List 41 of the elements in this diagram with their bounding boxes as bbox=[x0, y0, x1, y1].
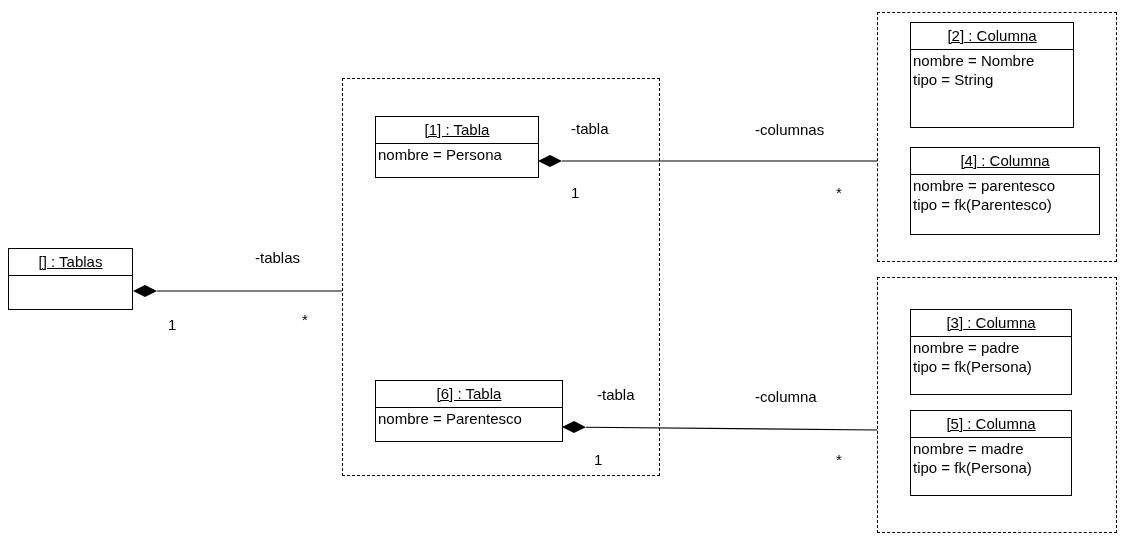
composition-line bbox=[562, 421, 878, 434]
attribute-text: tipo = fk(Persona) bbox=[913, 458, 1033, 477]
role-name: -tabla bbox=[597, 386, 635, 403]
object-box bbox=[375, 116, 539, 178]
attribute-text: nombre = Persona bbox=[378, 145, 503, 164]
object-name: [4] : Columna bbox=[959, 151, 1051, 171]
multiplicity: 1 bbox=[594, 451, 603, 468]
dashed-frame bbox=[342, 78, 660, 476]
object-name: [3] : Columna bbox=[945, 313, 1037, 333]
dashed-frame bbox=[877, 277, 1117, 533]
dashed-frame bbox=[877, 12, 1117, 262]
object-box bbox=[8, 248, 133, 310]
object-box bbox=[910, 147, 1100, 235]
object-name: [2] : Columna bbox=[946, 26, 1038, 46]
object-box bbox=[375, 380, 563, 442]
attribute-text: nombre = madre bbox=[913, 439, 1025, 458]
multiplicity: * bbox=[302, 311, 308, 328]
role-name: -tabla bbox=[571, 120, 609, 137]
attribute-text: tipo = fk(Persona) bbox=[913, 357, 1033, 376]
attribute-text: nombre = Parentesco bbox=[378, 409, 523, 428]
composition-line bbox=[133, 285, 343, 297]
attribute-text: nombre = padre bbox=[913, 338, 1021, 357]
multiplicity: 1 bbox=[571, 184, 580, 201]
object-name: [5] : Columna bbox=[945, 414, 1037, 434]
multiplicity: * bbox=[836, 451, 842, 468]
object-name: [1] : Tabla bbox=[423, 120, 491, 140]
object-name: [6] : Tabla bbox=[435, 384, 503, 404]
object-name: [] : Tablas bbox=[37, 252, 104, 272]
attribute-text: tipo = fk(Parentesco) bbox=[913, 195, 1053, 214]
attribute-text: nombre = Nombre bbox=[913, 51, 1036, 70]
multiplicity: * bbox=[836, 184, 842, 201]
role-name: -columnas bbox=[755, 121, 825, 138]
composition-line bbox=[538, 155, 878, 167]
attribute-text: nombre = parentesco bbox=[913, 176, 1057, 195]
object-box bbox=[910, 309, 1072, 395]
object-box bbox=[910, 22, 1074, 128]
role-name: -columna bbox=[755, 388, 817, 405]
multiplicity: 1 bbox=[168, 316, 177, 333]
object-box bbox=[910, 410, 1072, 496]
role-name: -tablas bbox=[255, 249, 301, 266]
attribute-text: tipo = String bbox=[913, 70, 995, 89]
